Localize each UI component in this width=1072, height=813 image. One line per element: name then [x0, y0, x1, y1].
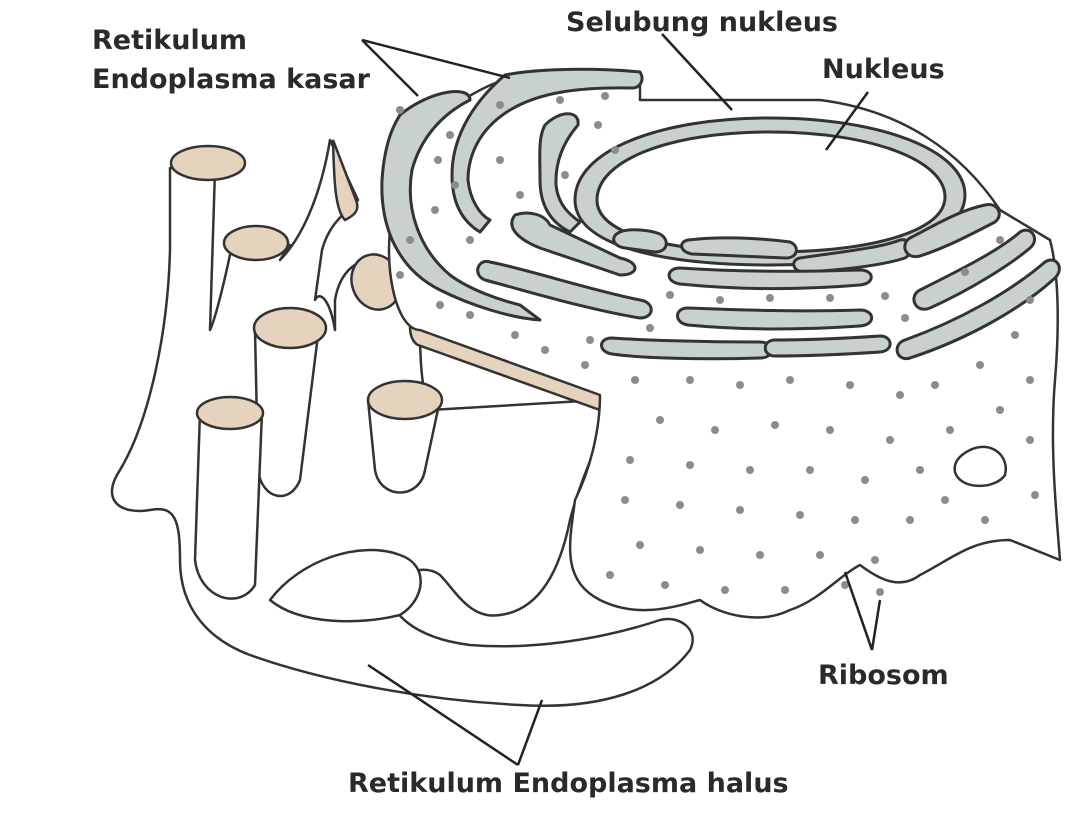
rough-er-cisterna-10	[667, 266, 873, 291]
label-nuclear-envelope: Selubung nukleus	[566, 7, 838, 38]
tube-end-4	[252, 306, 328, 350]
label-ribosome: Ribosom	[818, 660, 949, 691]
leader-smooth-er-a	[367, 663, 519, 767]
leader-nucleus	[824, 91, 870, 151]
tube-end-6	[366, 379, 444, 421]
tube-end-1	[169, 144, 247, 182]
rough-er-cisterna-1	[380, 90, 542, 322]
leader-ribosome-a	[843, 571, 874, 651]
ribosomes	[396, 92, 1039, 596]
rough-er-cisterna-11	[912, 228, 1036, 311]
rough-er-cisterna-13	[600, 336, 774, 361]
leader-rough-er-b	[361, 39, 419, 97]
smooth-er-inner-loop	[268, 548, 422, 623]
rough-er-cisterna-3	[538, 112, 582, 234]
tube-end-7	[331, 139, 359, 222]
leader-ribosome-b	[870, 599, 882, 651]
rough-er-loop	[953, 445, 1008, 488]
rough-er-cisterna-9	[476, 259, 653, 320]
label-nucleus: Nukleus	[822, 54, 945, 85]
smooth-er-tube-b	[366, 398, 442, 494]
leader-nuclear-envelope	[661, 33, 733, 111]
smooth-er-tube-c	[193, 410, 264, 600]
rough-er-cisterna-6	[680, 236, 798, 260]
leader-rough-er-a	[361, 38, 511, 80]
rough-er-cisterna-4	[510, 211, 637, 277]
leader-lines	[361, 33, 882, 767]
rough-er-cisterna-15	[895, 258, 1061, 361]
rough-er-cisterna-12	[676, 306, 874, 331]
tube-end-2	[222, 224, 290, 262]
rough-er-cisterna-5	[612, 228, 668, 254]
tube-end-5	[195, 395, 265, 431]
label-rough-er-line1: Retikulum	[92, 25, 248, 56]
rough-er-cisterna-14	[763, 334, 892, 358]
rough-er-cisterna-8	[903, 203, 1001, 259]
label-rough-er-line2: Endoplasma kasar	[92, 64, 370, 95]
rough-er-cisterna-2	[450, 67, 644, 234]
label-smooth-er: Retikulum Endoplasma halus	[348, 768, 789, 799]
leader-smooth-er-b	[516, 699, 544, 766]
